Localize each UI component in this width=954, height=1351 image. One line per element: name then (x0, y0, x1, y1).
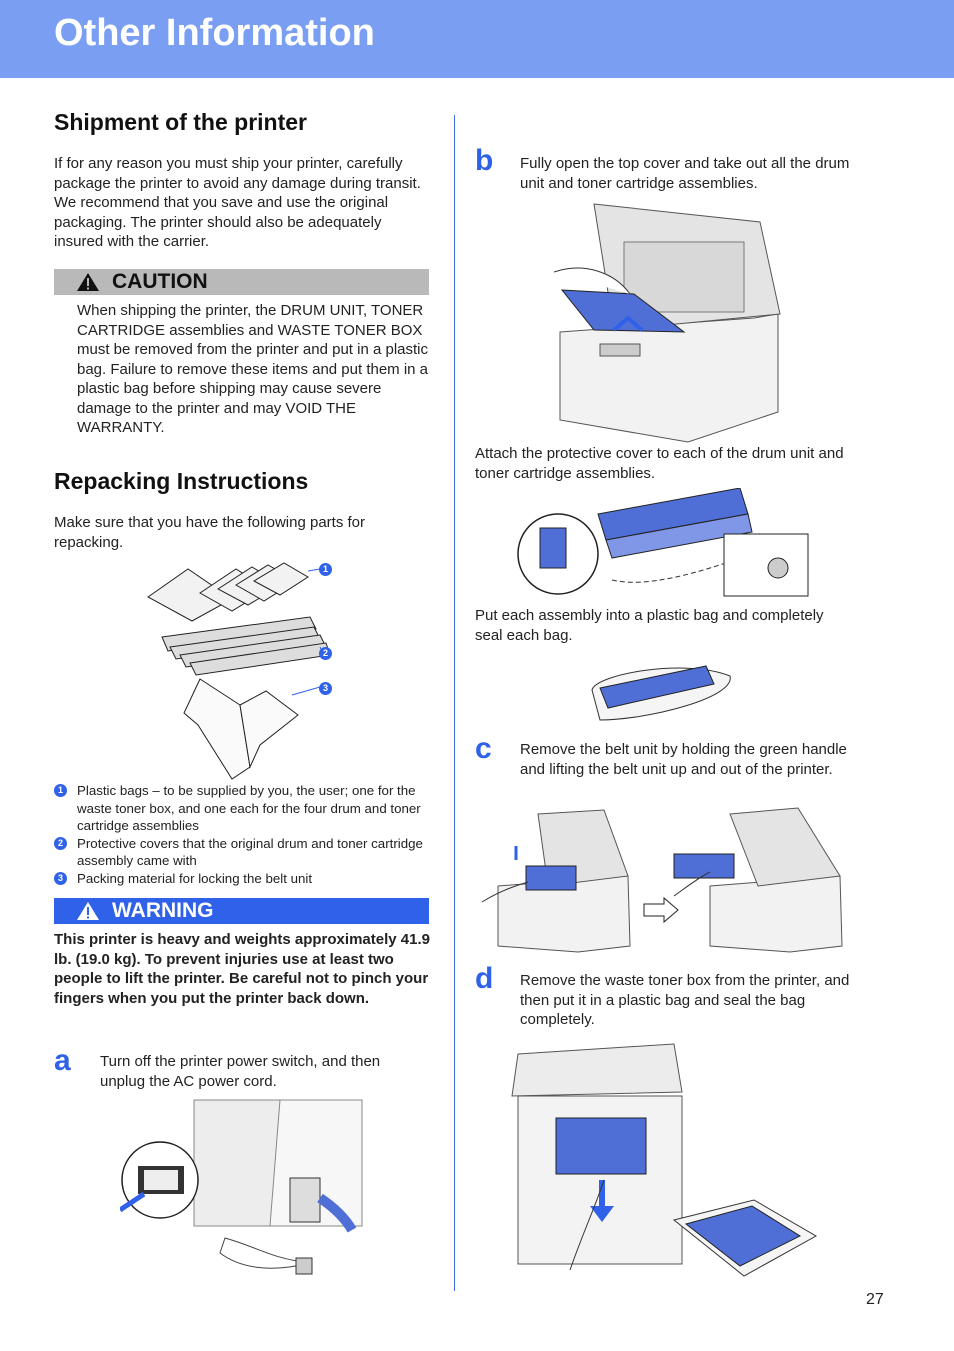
list-number: 1 (54, 784, 67, 797)
page-header: Other Information (0, 0, 954, 78)
list-number: 2 (54, 836, 67, 850)
shipment-heading: Shipment of the printer (54, 109, 307, 135)
callout-3: 3 (319, 682, 332, 695)
step-b-attach-text: Attach the protective cover to each of t… (475, 445, 844, 482)
waste-toner-illustration (511, 1043, 818, 1277)
caution-body: When shipping the printer, the DRUM UNIT… (77, 302, 429, 436)
list-item-text: Protective covers that the original drum… (77, 835, 423, 869)
warning-triangle-icon (77, 902, 99, 920)
protective-cover-illustration (517, 488, 809, 597)
callout-1: 1 (319, 563, 332, 576)
step-c-letter: c (475, 732, 492, 765)
step-b-text: Fully open the top cover and take out al… (520, 155, 850, 192)
parts-illustration (147, 562, 331, 780)
belt-unit-illustration (481, 807, 843, 953)
power-switch-illustration (120, 1099, 363, 1275)
list-item-text: Packing material for locking the belt un… (77, 870, 313, 886)
step-b-bag-text: Put each assembly into a plastic bag and… (475, 607, 824, 644)
parts-list: 1 Plastic bags – to be supplied by you, … (54, 782, 434, 888)
warning-triangle-icon (77, 273, 99, 291)
step-b-letter: b (475, 144, 494, 177)
page-title: Other Information (54, 12, 375, 54)
list-item: 2 Protective covers that the original dr… (54, 835, 434, 870)
step-c-text: Remove the belt unit by holding the gree… (520, 741, 847, 778)
list-item: 1 Plastic bags – to be supplied by you, … (54, 782, 434, 835)
step-d-letter: d (475, 962, 494, 995)
step-d-text: Remove the waste toner box from the prin… (520, 972, 850, 1028)
warning-body: This printer is heavy and weights approx… (54, 931, 430, 1007)
list-number: 3 (54, 871, 67, 885)
step-a-text: Turn off the printer power switch, and t… (100, 1053, 381, 1090)
printer-open-illustration (554, 203, 781, 443)
warning-label: WARNING (112, 899, 214, 922)
bagged-assembly-illustration (591, 665, 731, 721)
warning-banner: WARNING (54, 898, 429, 924)
list-item: 3 Packing material for locking the belt … (54, 870, 434, 888)
caution-label: CAUTION (112, 270, 208, 293)
repacking-intro: Make sure that you have the following pa… (54, 514, 366, 551)
shipment-body: If for any reason you must ship your pri… (54, 155, 421, 250)
column-divider (454, 115, 455, 1291)
list-item-text: Plastic bags – to be supplied by you, th… (77, 783, 421, 834)
page-number: 27 (866, 1291, 884, 1308)
step-a-letter: a (54, 1044, 71, 1077)
repacking-heading: Repacking Instructions (54, 468, 309, 494)
caution-banner: CAUTION (54, 269, 429, 295)
callout-2: 2 (319, 647, 332, 660)
